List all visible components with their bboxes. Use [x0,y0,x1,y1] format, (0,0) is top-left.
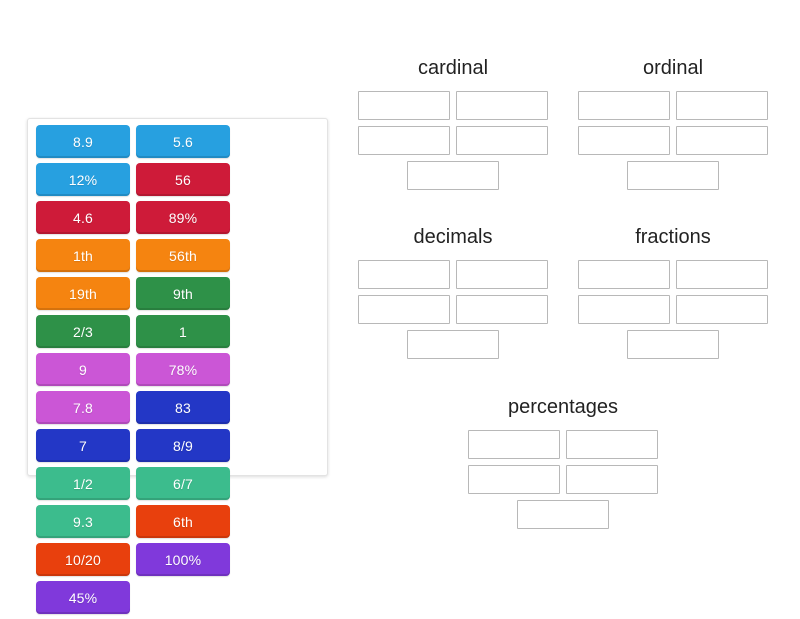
drop-slot[interactable] [566,465,658,494]
drop-slot[interactable] [407,161,499,190]
draggable-tile[interactable]: 8.9 [36,125,130,158]
draggable-tile[interactable]: 45% [36,581,130,614]
slot-row [624,330,722,359]
draggable-tile[interactable]: 9th [136,277,230,310]
drop-slot[interactable] [456,126,548,155]
slot-row [575,126,771,155]
draggable-tile[interactable]: 83 [136,391,230,424]
category-slots [575,260,771,365]
category-slots [465,430,661,535]
category-title: fractions [635,226,711,248]
slot-row [404,330,502,359]
drop-slot[interactable] [407,330,499,359]
drop-slot[interactable] [566,430,658,459]
drop-slot[interactable] [358,295,450,324]
slot-row [575,295,771,324]
slot-row [404,161,502,190]
draggable-tile[interactable]: 56 [136,163,230,196]
category-group-percentages: percentages [465,396,661,535]
drop-slot[interactable] [627,330,719,359]
slot-row [624,161,722,190]
drop-slot[interactable] [358,126,450,155]
category-slots [575,91,771,196]
draggable-tile[interactable]: 1 [136,315,230,348]
draggable-tile[interactable]: 89% [136,201,230,234]
draggable-tile[interactable]: 8/9 [136,429,230,462]
category-group-ordinal: ordinal [575,57,771,196]
drop-slot[interactable] [578,91,670,120]
drop-slot[interactable] [627,161,719,190]
drop-slot[interactable] [517,500,609,529]
draggable-tile[interactable]: 7 [36,429,130,462]
draggable-tile[interactable]: 56th [136,239,230,272]
draggable-tile[interactable]: 6/7 [136,467,230,500]
slot-row [575,260,771,289]
drop-slot[interactable] [676,126,768,155]
slot-row [355,126,551,155]
draggable-tile[interactable]: 1th [36,239,130,272]
draggable-tile[interactable]: 1/2 [36,467,130,500]
drop-slot[interactable] [456,260,548,289]
drop-slot[interactable] [676,91,768,120]
draggable-tile[interactable]: 4.6 [36,201,130,234]
category-title: decimals [413,226,493,248]
draggable-tile[interactable]: 10/20 [36,543,130,576]
draggable-tile[interactable]: 6th [136,505,230,538]
slot-row [355,91,551,120]
slot-row [575,91,771,120]
draggable-tile[interactable]: 7.8 [36,391,130,424]
category-slots [355,91,551,196]
draggable-tile[interactable]: 9.3 [36,505,130,538]
drop-slot[interactable] [456,295,548,324]
category-group-cardinal: cardinal [355,57,551,196]
slot-row [465,430,661,459]
draggable-tile[interactable]: 100% [136,543,230,576]
drop-slot[interactable] [456,91,548,120]
slot-row [514,500,612,529]
draggable-tile[interactable]: 19th [36,277,130,310]
draggable-tile[interactable]: 5.6 [136,125,230,158]
drop-slot[interactable] [676,260,768,289]
drop-slot[interactable] [358,260,450,289]
drop-slot[interactable] [468,430,560,459]
category-group-decimals: decimals [355,226,551,365]
category-title: cardinal [417,57,489,79]
draggable-tile[interactable]: 9 [36,353,130,386]
drop-slot[interactable] [578,260,670,289]
draggable-tile[interactable]: 78% [136,353,230,386]
draggable-tile[interactable]: 2/3 [36,315,130,348]
slot-row [355,260,551,289]
drop-slot[interactable] [578,126,670,155]
drop-slot[interactable] [468,465,560,494]
drop-slot[interactable] [676,295,768,324]
draggable-tile[interactable]: 12% [36,163,130,196]
category-title: ordinal [642,57,704,79]
category-title: percentages [507,396,619,418]
category-group-fractions: fractions [575,226,771,365]
slot-row [465,465,661,494]
slot-row [355,295,551,324]
drop-slot[interactable] [578,295,670,324]
category-slots [355,260,551,365]
drop-slot[interactable] [358,91,450,120]
